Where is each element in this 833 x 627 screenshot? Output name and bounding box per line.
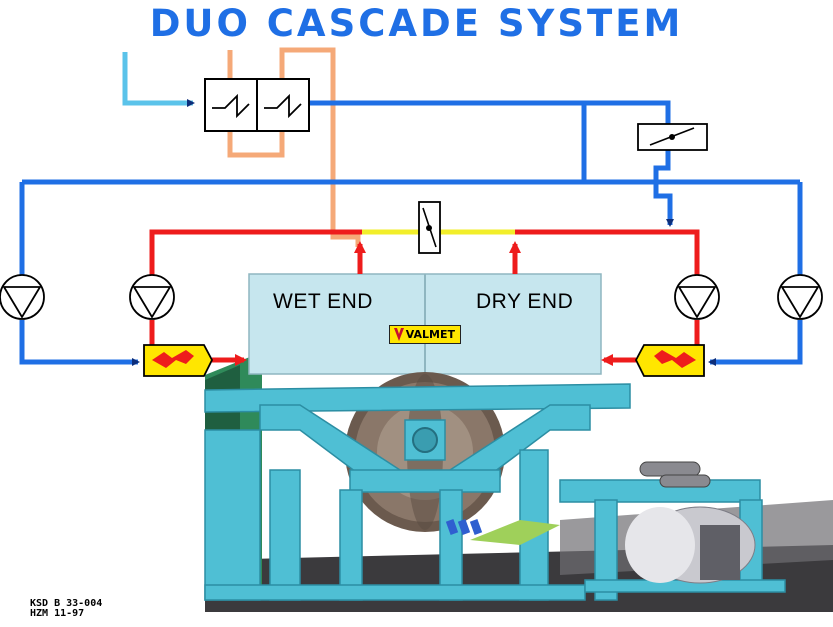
plate-heat-exchanger-icon bbox=[204, 78, 310, 132]
burner-icon bbox=[143, 344, 214, 377]
reel-section bbox=[470, 461, 756, 584]
fan-icon bbox=[129, 274, 175, 320]
damper-valve-icon bbox=[418, 201, 441, 254]
valmet-logo-icon bbox=[394, 328, 404, 341]
doc-ref-line-1: KSD B 33-004 bbox=[30, 598, 103, 609]
fan-icon bbox=[0, 274, 45, 320]
fan-icon bbox=[674, 274, 720, 320]
brand-plate: VALMET bbox=[389, 325, 461, 344]
burner-icon bbox=[634, 344, 705, 377]
dry-end-label: DRY END bbox=[476, 290, 574, 313]
ducting bbox=[19, 47, 803, 366]
diagram-title: DUO CASCADE SYSTEM bbox=[149, 2, 684, 45]
exhaust-duct bbox=[227, 47, 361, 247]
doctor-blades bbox=[445, 519, 483, 535]
doc-ref-line-2: HZM 11-97 bbox=[30, 608, 85, 619]
yankee-dryer-machine bbox=[204, 273, 833, 612]
document-reference: KSD B 33-004 HZM 11-97 bbox=[30, 599, 102, 619]
machine-frame bbox=[204, 383, 786, 601]
fan-icon bbox=[777, 274, 823, 320]
damper-valve-icon bbox=[637, 123, 708, 151]
brand-name: VALMET bbox=[405, 328, 455, 341]
wet-end-label: WET END bbox=[273, 290, 373, 313]
fresh-air-inlet-duct bbox=[122, 52, 195, 107]
